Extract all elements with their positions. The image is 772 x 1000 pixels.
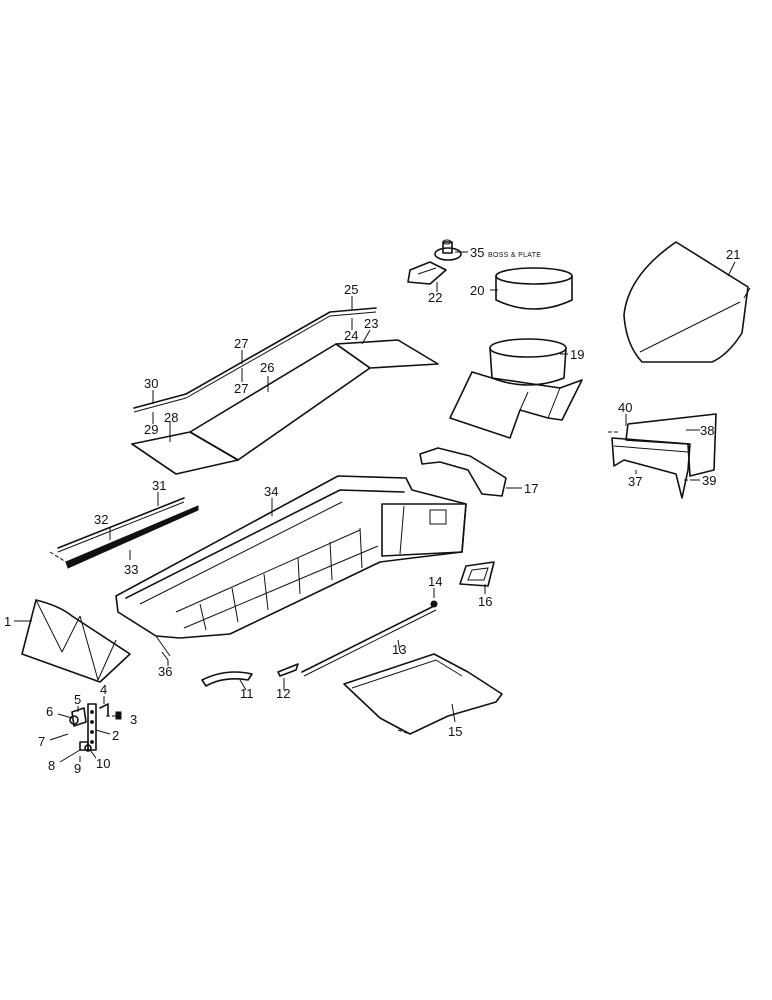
label-31: 31 [152, 478, 166, 493]
part-4-rod [99, 703, 109, 717]
part-28-mesh-end [131, 431, 239, 475]
label-5: 5 [74, 692, 81, 707]
label-2: 2 [112, 728, 119, 743]
label-38: 38 [700, 423, 714, 438]
part-16-small-cover [459, 561, 495, 587]
label-21: 21 [726, 247, 740, 262]
label-36: 36 [158, 664, 172, 679]
label-8: 8 [48, 758, 55, 773]
label-3: 3 [130, 712, 137, 727]
part-35-boss-plate [434, 239, 462, 261]
label-20: 20 [470, 283, 484, 298]
part-15-tray [343, 653, 503, 735]
label-33: 33 [124, 562, 138, 577]
label-26: 26 [260, 360, 274, 375]
label-11: 11 [240, 686, 254, 701]
part-1-end-cover [21, 599, 131, 683]
label-40: 40 [618, 400, 632, 415]
part-10-nut [84, 744, 92, 752]
part-21-hopper-cover [623, 241, 751, 363]
part-9-bolt [79, 741, 89, 751]
part-19-collar-chute [449, 338, 583, 439]
annotation-boss-plate: BOSS & PLATE [488, 252, 541, 259]
label-23: 23 [364, 316, 378, 331]
label-28: 28 [164, 410, 178, 425]
part-5-bracket [71, 707, 87, 727]
part-22-bracket [407, 261, 447, 285]
label-14: 14 [428, 574, 442, 589]
part-25-rail [185, 307, 377, 399]
label-17: 17 [524, 481, 538, 496]
part-38-grill [625, 413, 717, 477]
label-15: 15 [448, 724, 462, 739]
label-30: 30 [144, 376, 158, 391]
label-39: 39 [702, 473, 716, 488]
label-25: 25 [344, 282, 358, 297]
part-labels: 1 2 3 4 5 6 7 8 9 10 11 12 13 14 15 16 1… [4, 245, 740, 776]
label-29: 29 [144, 422, 158, 437]
label-35: 35 [470, 245, 484, 260]
label-16: 16 [478, 594, 492, 609]
part-6-washer [69, 715, 79, 725]
part-30-rail [133, 393, 187, 413]
part-33-bar [49, 505, 199, 569]
part-37-frame [611, 437, 691, 499]
part-11-curved-strip [201, 671, 253, 687]
part-2-plate [87, 703, 97, 751]
part-13-long-rod [301, 605, 437, 677]
part-12-clip [277, 663, 299, 677]
label-37: 37 [628, 474, 642, 489]
part-34-main-frame [115, 475, 467, 657]
label-1: 1 [4, 614, 11, 629]
label-34: 34 [264, 484, 278, 499]
label-27b: 27 [234, 381, 248, 396]
label-13: 13 [392, 642, 406, 657]
part-26-mesh-floor [189, 343, 371, 461]
part-14-fixing [430, 600, 438, 608]
label-6: 6 [46, 704, 53, 719]
label-4: 4 [100, 682, 107, 697]
label-27a: 27 [234, 336, 248, 351]
part-20-ring-band [495, 267, 573, 310]
part-17-bracket [419, 447, 507, 497]
label-7: 7 [38, 734, 45, 749]
label-32: 32 [94, 512, 108, 527]
label-9: 9 [74, 761, 81, 776]
part-3-nut [106, 711, 122, 720]
label-10: 10 [96, 756, 110, 771]
label-22: 22 [428, 290, 442, 305]
label-24: 24 [344, 328, 358, 343]
leader-lines [14, 251, 736, 763]
label-19: 19 [570, 347, 584, 362]
part-31-strip [57, 497, 185, 553]
part-36-pin [161, 651, 169, 661]
label-12: 12 [276, 686, 290, 701]
